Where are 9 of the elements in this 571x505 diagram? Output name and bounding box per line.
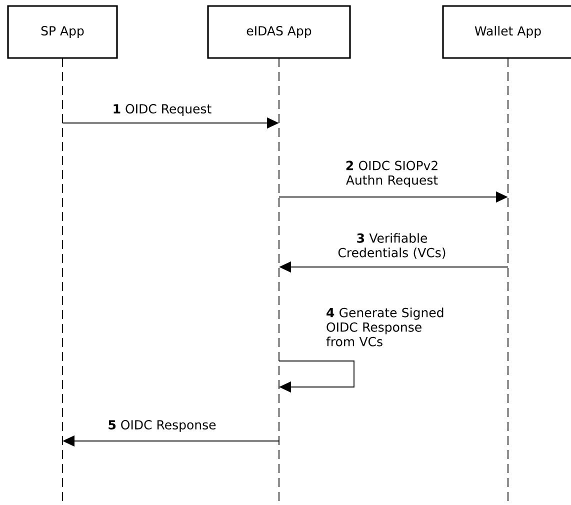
participant-box: SP App <box>7 5 118 59</box>
edge-label: 4 Generate Signed OIDC Response from VCs <box>326 308 444 346</box>
edge-label: 1 OIDC Request <box>114 104 212 116</box>
edge-label: 3 Verifiable Credentials (VCs) <box>338 233 446 259</box>
edge-label: 2 OIDC SIOPv2 Authn Request <box>346 160 438 188</box>
message-arrow <box>278 360 354 393</box>
edge-label: 5 OIDC Response <box>108 420 216 432</box>
participant-box: Wallet App <box>442 5 571 59</box>
participant-box: eIDAS App <box>207 5 351 59</box>
